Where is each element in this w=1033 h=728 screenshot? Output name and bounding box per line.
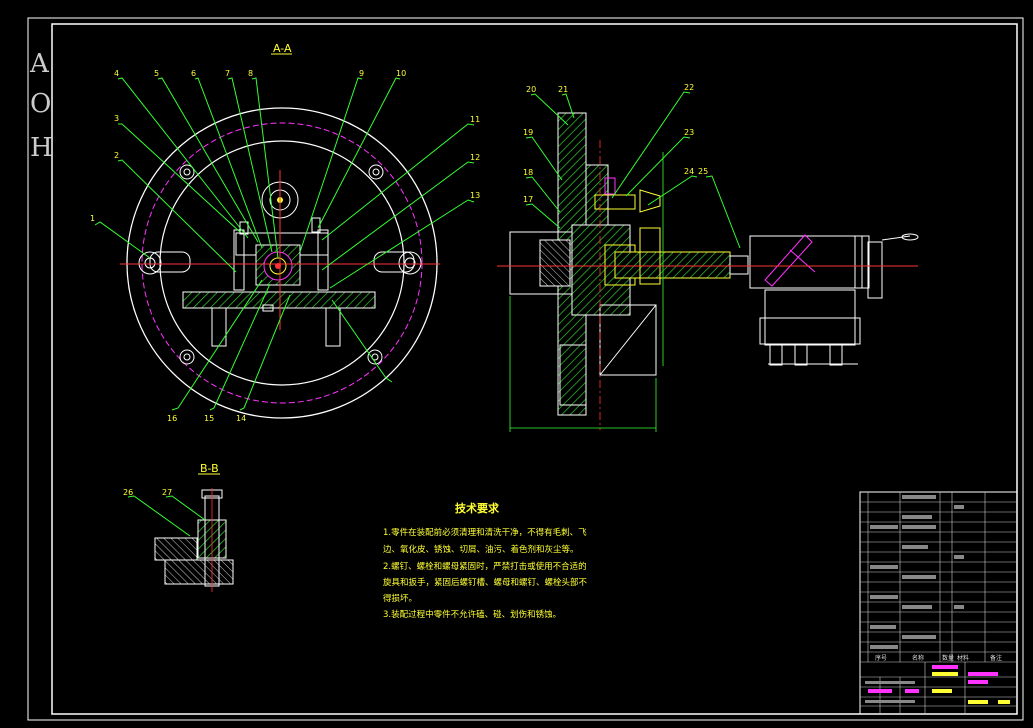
balloon-aa-6: 6 [191, 69, 196, 78]
title-block-marks [865, 665, 1010, 704]
tech-req-line-1: 1.零件在装配前必须清理和清洗干净，不得有毛刺、飞 [383, 527, 587, 538]
balloon-bb-26: 26 [123, 488, 133, 497]
tech-req-line-3: 2.螺钉、螺栓和螺母紧固时，严禁打击或使用不合适的 [383, 561, 587, 572]
bom-header-material: 材料 [957, 654, 969, 662]
balloon-bb-27: 27 [162, 488, 172, 497]
frame-code-1: A [29, 49, 50, 79]
frame-code-2: O [30, 89, 51, 119]
bom-header-no: 序号 [875, 654, 887, 662]
balloon-aa-4: 4 [114, 69, 119, 78]
balloon-aa-13: 13 [470, 191, 480, 200]
balloon-aa-15: 15 [204, 414, 214, 423]
section-aa-view: A-A [90, 42, 480, 423]
balloon-aa-3: 3 [114, 114, 119, 123]
tech-req-line-6: 3.装配过程中零件不允许磕、碰、划伤和锈蚀。 [383, 609, 561, 620]
left-clamp [138, 251, 191, 275]
side-view-leaders [525, 91, 741, 249]
bom-header-name: 名称 [912, 654, 924, 662]
tech-req-line-4: 旋具和扳手，紧固后螺钉槽、螺母和螺钉、螺栓头部不 [383, 577, 588, 588]
balloon-side-22: 22 [684, 83, 694, 92]
bom-rows [860, 492, 1017, 663]
title-block-grid [860, 662, 1017, 714]
balloon-side-21: 21 [558, 85, 568, 94]
bom-header-remark: 备注 [990, 654, 1002, 662]
balloon-side-23: 23 [684, 128, 694, 137]
balloon-side-20: 20 [526, 85, 536, 94]
inner-frame [51, 23, 1018, 715]
balloon-aa-8: 8 [248, 69, 253, 78]
balloon-aa-12: 12 [470, 153, 480, 162]
balloon-aa-10: 10 [396, 69, 406, 78]
title-block: 序号 名称 数量 材料 备注 [859, 491, 1018, 715]
balloon-aa-9: 9 [359, 69, 364, 78]
side-view-dimensions [509, 152, 664, 432]
balloon-aa-7: 7 [225, 69, 230, 78]
section-aa-title: A-A [273, 42, 292, 55]
balloon-aa-11: 11 [470, 115, 480, 124]
section-bb-view: B-B 26 27 [123, 462, 234, 592]
bom-text-blocks [870, 495, 964, 649]
balloon-aa-1: 1 [90, 214, 95, 223]
side-view: 20 21 19 18 17 22 23 24 25 [497, 83, 919, 432]
tech-req-line-2: 边、氧化皮、锈蚀、切屑、油污、着色剂和灰尘等。 [383, 544, 579, 555]
right-clamp [373, 251, 422, 275]
balloon-side-19: 19 [523, 128, 533, 137]
balloon-side-24: 24 [684, 167, 694, 176]
balloon-side-18: 18 [523, 168, 533, 177]
balloon-aa-16: 16 [167, 414, 177, 423]
balloon-aa-14: 14 [236, 414, 246, 423]
section-bb-title: B-B [200, 462, 219, 475]
tech-req-line-5: 得损坏。 [383, 593, 417, 604]
tech-req-title: 技术要求 [455, 501, 500, 515]
section-bb-leaders [127, 495, 206, 537]
balloon-side-25: 25 [698, 167, 708, 176]
balloon-aa-5: 5 [154, 69, 159, 78]
frame-code-3: H [30, 133, 53, 163]
section-aa-leaders [94, 77, 475, 411]
technical-requirements: 技术要求 1.零件在装配前必须清理和清洗干净，不得有毛刺、飞 边、氧化皮、锈蚀、… [383, 501, 588, 620]
outer-frame [27, 17, 1024, 721]
bolt-holes [179, 164, 384, 365]
bom-header-qty: 数量 [942, 654, 954, 662]
balloon-aa-2: 2 [114, 151, 119, 160]
balloon-side-17: 17 [523, 195, 533, 204]
